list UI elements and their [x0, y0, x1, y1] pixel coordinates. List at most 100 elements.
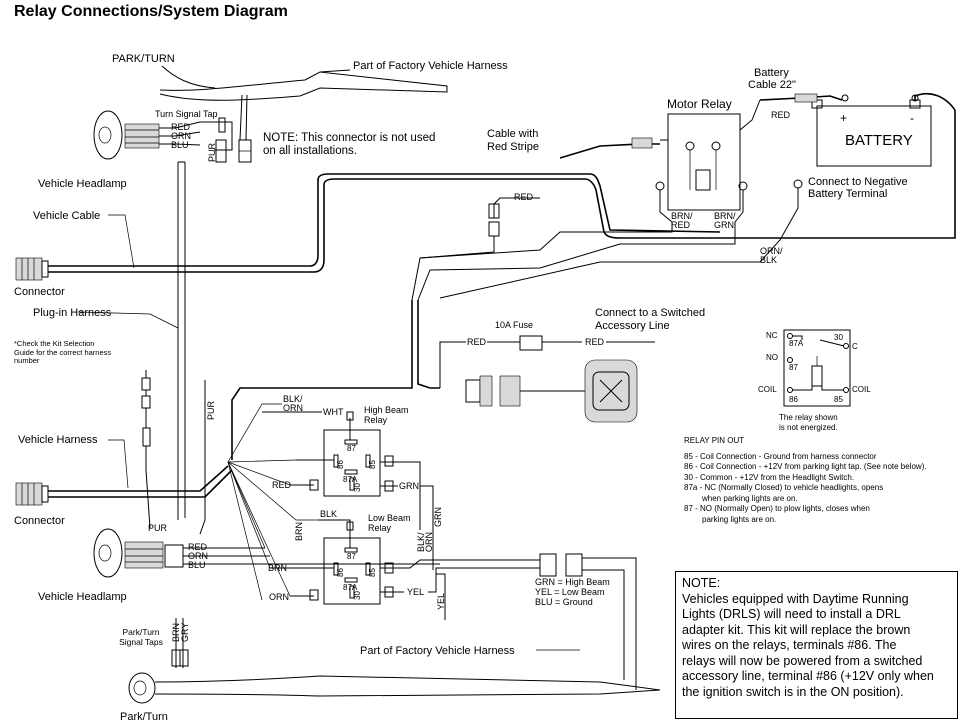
- hb-grn-label: GRN: [399, 481, 419, 491]
- vehicle-cable-label: Vehicle Cable: [33, 210, 100, 222]
- motor-relay-label: Motor Relay: [667, 97, 732, 111]
- fuse-10a-label: 10A Fuse: [495, 320, 533, 330]
- junction-fanout: [227, 403, 318, 601]
- vehicle-harness-leader: [108, 439, 129, 489]
- kit-note: *Check the Kit Selection Guide for the c…: [14, 340, 112, 365]
- pinout-line-87: 87 - NO (Normally Open) to plow lights, …: [684, 504, 870, 513]
- fuse-icon: [439, 335, 655, 388]
- battery-cable-label-b: Cable 22": [748, 79, 796, 91]
- plugin-harness-label: Plug-in Harness: [33, 307, 112, 319]
- relay-30-label: 30: [834, 333, 843, 342]
- low-beam-relay-icon: [323, 537, 381, 605]
- lb-yel-label: YEL: [407, 587, 424, 597]
- blk-orn-vertical-label-b: ORN: [424, 532, 434, 552]
- lb-86-label: 86: [336, 568, 345, 577]
- battery-icon: [759, 92, 956, 167]
- low-beam-wiring: [270, 519, 540, 601]
- connector-top-icon: [15, 257, 49, 281]
- brn-red-label-a: BRN/: [671, 211, 693, 221]
- gry-tap-label: GRY: [180, 623, 190, 642]
- relay-nc-label: NC: [766, 331, 778, 340]
- red-wire-label: RED: [514, 192, 534, 202]
- top-red-label: RED: [171, 122, 191, 132]
- pur-bottom-label: PUR: [148, 523, 168, 533]
- cable-red-stripe-label-b: Red Stripe: [487, 141, 539, 153]
- relay-no-label: NO: [766, 353, 778, 362]
- drl-note-line-6: accessory line, terminal #86 (+12V only …: [682, 669, 934, 683]
- switched-accessory-label-a: Connect to a Switched: [595, 307, 705, 319]
- grn-vertical-label: GRN: [433, 507, 443, 527]
- top-orn-label: ORN: [171, 131, 191, 141]
- hb-red-label: RED: [272, 480, 292, 490]
- lb-orn-label: ORN: [269, 592, 289, 602]
- relay-pinout: RELAY PIN OUT 85 - Coil Connection - Gro…: [684, 436, 969, 525]
- connector-note: NOTE: This connector is not used on all …: [263, 132, 436, 157]
- connector-bottom-label: Connector: [14, 515, 65, 527]
- vehicle-harness-label: Vehicle Harness: [18, 434, 98, 446]
- relay-c-label: C: [852, 342, 858, 351]
- hb-86-label: 86: [336, 460, 345, 469]
- relay-86-label: 86: [789, 395, 798, 404]
- low-beam-relay-label-b: Relay: [368, 523, 392, 533]
- drl-note-line-7: the ignition switch is in the ON positio…: [682, 684, 904, 699]
- park-turn-taps-label: Park/Turn Signal Taps: [119, 628, 163, 647]
- relay-coil-right-label: COIL: [852, 385, 871, 394]
- wht-label: WHT: [323, 407, 344, 417]
- drl-note-line-4: wires on the relays, terminals #86. The: [682, 638, 897, 652]
- drl-note-line-1: Vehicles equipped with Daytime Running: [682, 591, 909, 606]
- connect-negative-label-a: Connect to Negative: [808, 176, 908, 188]
- battery-plus-label: +: [840, 111, 847, 125]
- drl-note-box: NOTE: Vehicles equipped with Daytime Run…: [675, 571, 958, 719]
- park-turn-top-label: PARK/TURN: [112, 53, 175, 65]
- vehicle-headlamp-bottom-icon: [93, 528, 440, 578]
- relay-shown-label-a: The relay shown: [779, 413, 838, 422]
- bottom-red-label: RED: [188, 542, 208, 552]
- connector-top-label: Connector: [14, 286, 65, 298]
- lb-87-label: 87: [347, 552, 356, 561]
- negative-terminal-lug-icon: [439, 179, 803, 299]
- legend-blu-ground: BLU = Ground: [535, 597, 593, 607]
- pinout-line-85: 85 - Coil Connection - Ground from harne…: [684, 451, 877, 461]
- hb-87a-label: 87A: [343, 475, 358, 484]
- hb-87-label: 87: [347, 444, 356, 453]
- high-beam-wiring: WHT: [262, 407, 434, 570]
- turn-signal-tap-label: Turn Signal Tap: [155, 109, 218, 119]
- connector-bottom-icon: [15, 482, 49, 506]
- factory-harness-top-label: Part of Factory Vehicle Harness: [353, 60, 508, 72]
- bottom-blu-label: BLU: [188, 560, 206, 570]
- battery-minus-label: -: [910, 111, 914, 125]
- lb-brn-label: BRN: [268, 563, 287, 573]
- battery-cable-label-a: Battery: [754, 67, 789, 79]
- battery-label: BATTERY: [845, 132, 913, 149]
- page-title: Relay Connections/System Diagram: [14, 3, 288, 20]
- factory-harness-bottom: [128, 618, 661, 704]
- relay-85-label: 85: [834, 395, 843, 404]
- blk-orn-vertical-label-a: BLK/: [416, 532, 426, 552]
- lb-87a-label: 87A: [343, 583, 358, 592]
- pinout-line-87a: 87a - NC (Normally Closed) to vehicle he…: [684, 483, 884, 492]
- vehicle-headlamp-top-label: Vehicle Headlamp: [38, 178, 127, 190]
- drl-note-line-2: Lights (DRLS) will need to install a DRL: [682, 607, 901, 621]
- vehicle-harness-connector-icon: [141, 370, 151, 529]
- relay-schematic-icon: [783, 329, 851, 407]
- brn-vertical-label: BRN: [294, 522, 304, 541]
- pinout-line-87-cont: parking lights are on.: [702, 514, 777, 524]
- plugin-harness-leader: [77, 311, 179, 329]
- plow-light-connector-icon: [436, 553, 637, 690]
- optional-connector-icon: [238, 139, 252, 163]
- relay-coil-left-label: COIL: [758, 385, 777, 394]
- fuse-red-left-label: RED: [467, 337, 487, 347]
- blk-orn-top-label-b: ORN: [283, 403, 303, 413]
- drl-note-line-3: adapter kit. This kit will replace the b…: [682, 622, 911, 637]
- brn-tap-label: BRN: [171, 623, 181, 642]
- drl-note-line-5: relays will now be powered from a switch…: [682, 653, 923, 668]
- connect-negative-label-b: Battery Terminal: [808, 188, 887, 200]
- legend-yel-low: YEL = Low Beam: [535, 587, 604, 597]
- blk-label: BLK: [320, 509, 337, 519]
- park-turn-bottom-label: Park/Turn: [120, 711, 168, 723]
- lb-85-label: 85: [368, 568, 377, 577]
- pinout-line-30: 30 - Common - +12V from the Headlight Sw…: [684, 472, 855, 482]
- low-beam-relay-label-a: Low Beam: [368, 513, 411, 523]
- cable-red-stripe-label-a: Cable with: [487, 128, 538, 140]
